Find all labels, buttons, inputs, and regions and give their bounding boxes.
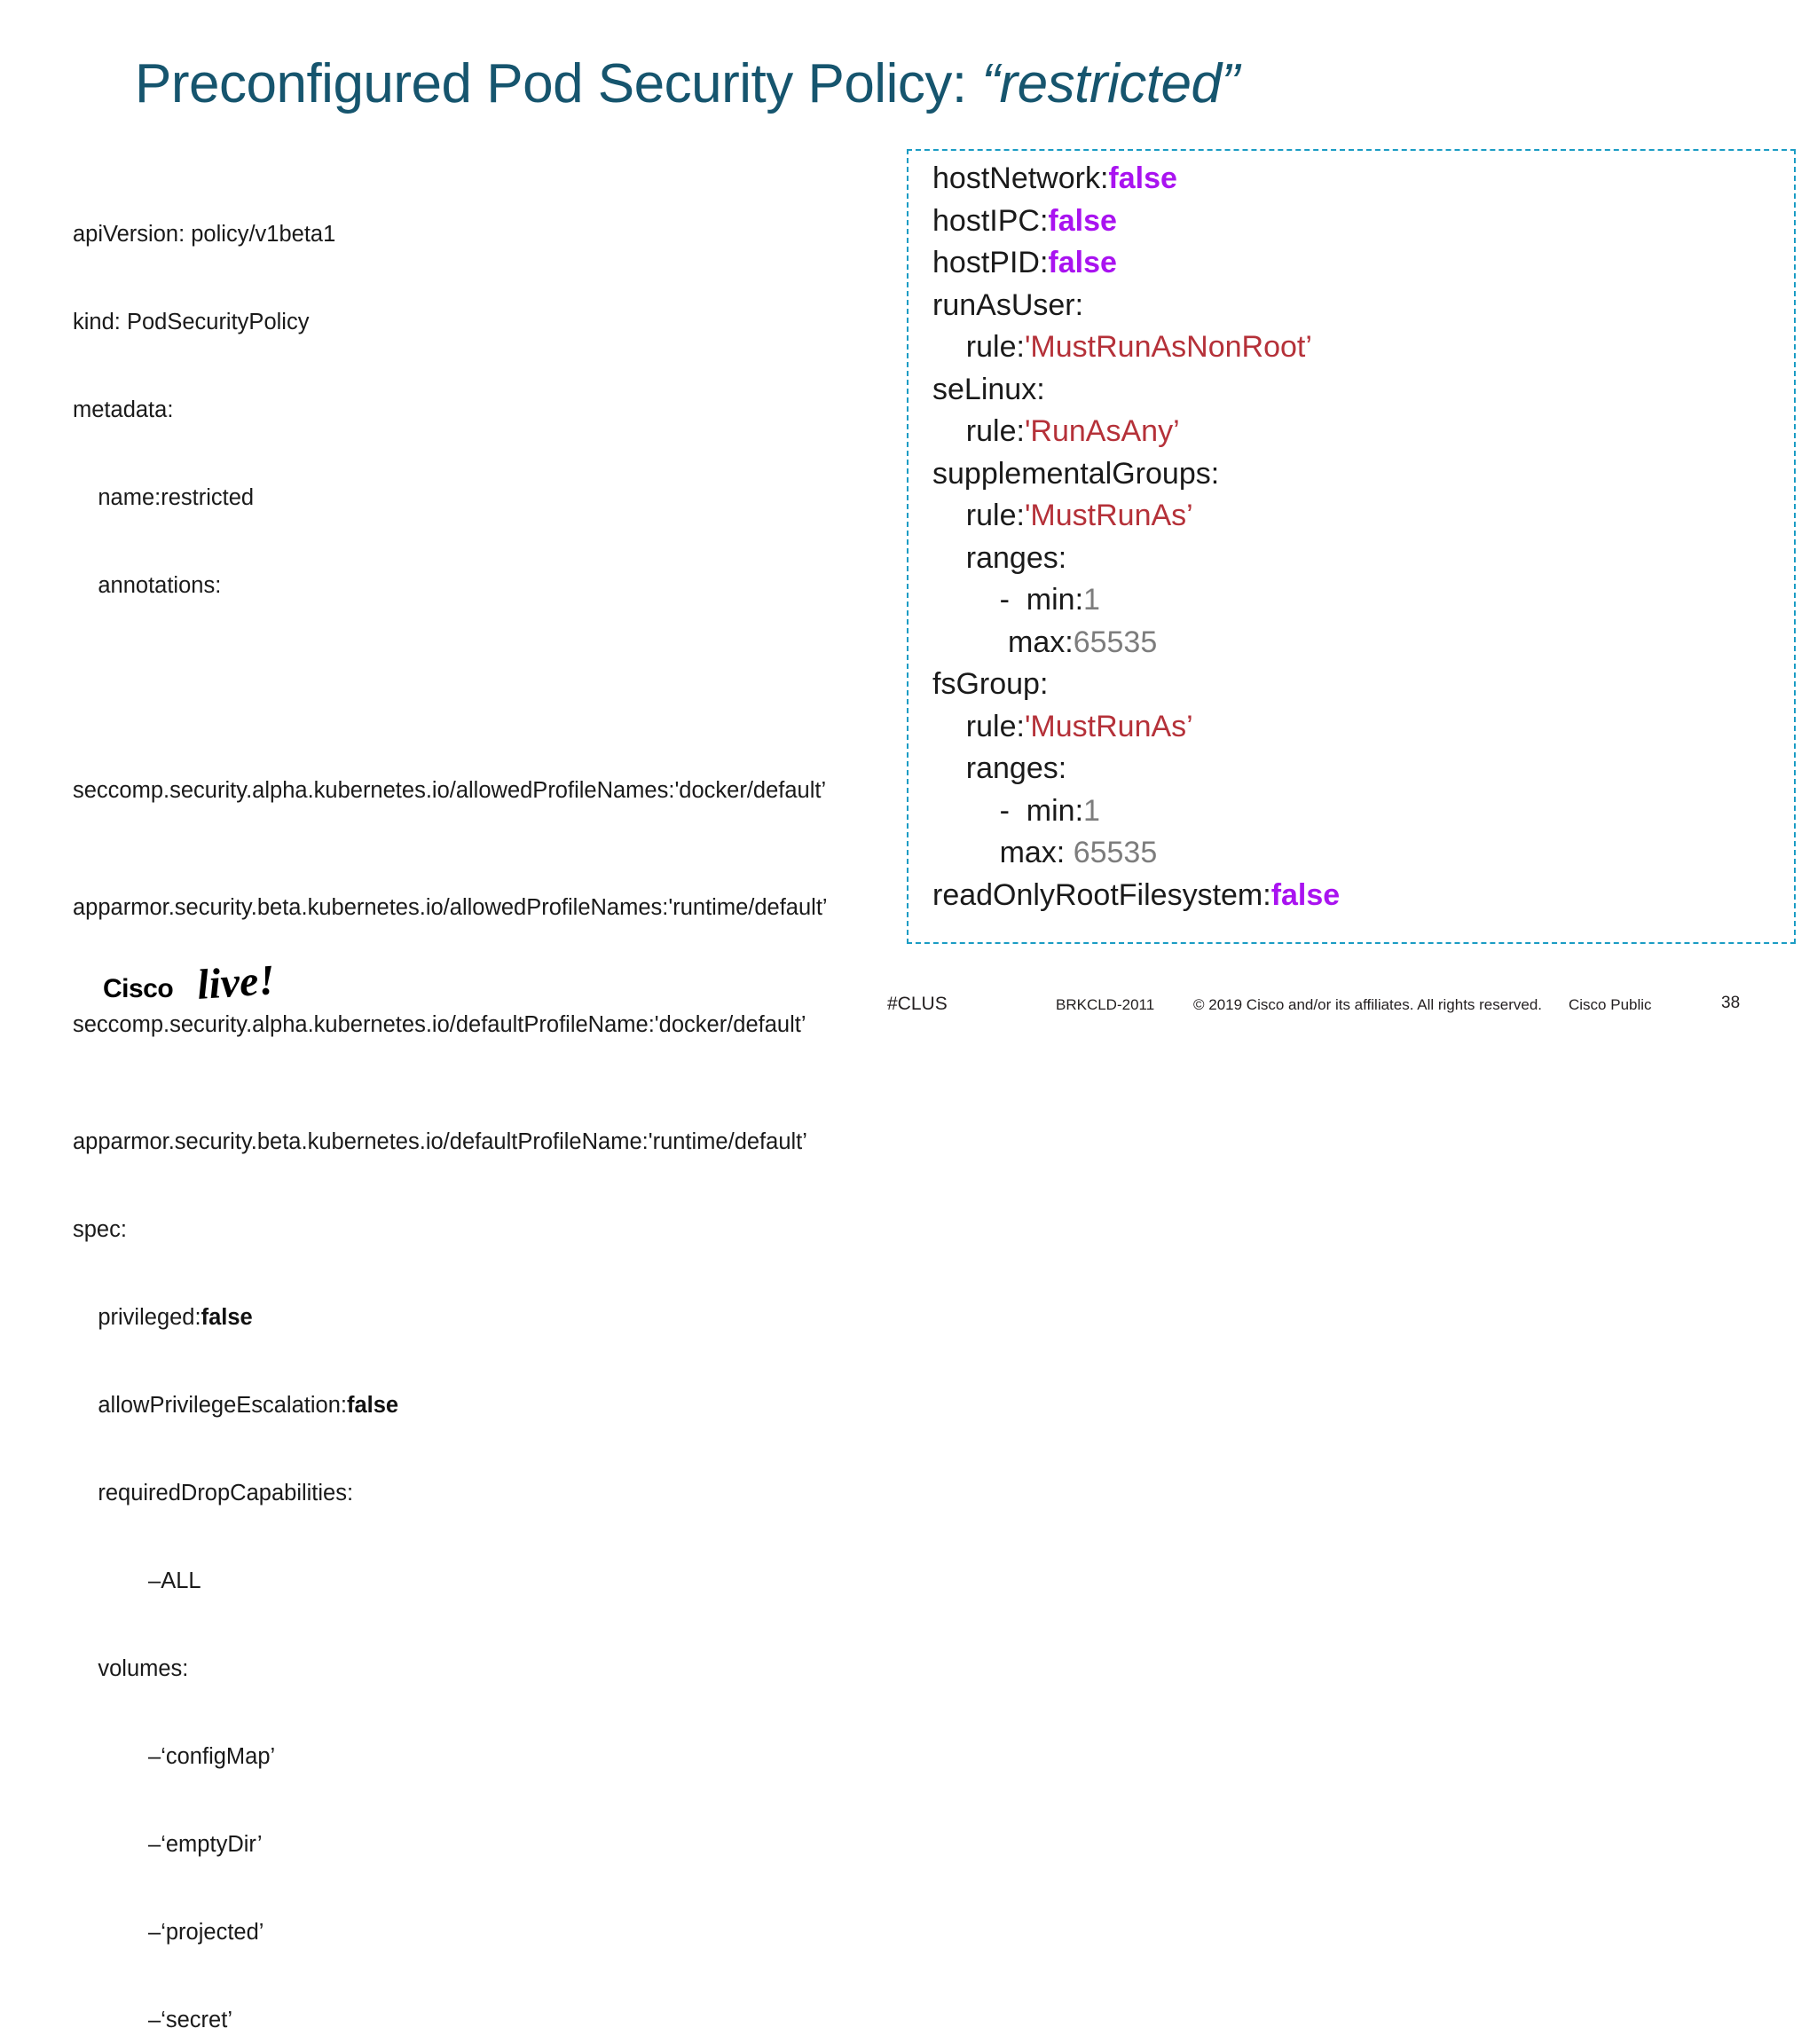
yaml-annotation-line: apparmor.security.beta.kubernetes.io/all… <box>73 866 828 920</box>
yaml-line: metadata: <box>73 397 174 422</box>
yaml-key: runAsUser: <box>932 287 1084 322</box>
yaml-value: false <box>201 1305 253 1330</box>
yaml-value: 'MustRunAsNonRoot’ <box>1024 330 1312 364</box>
yaml-left-column: apiVersion: policy/v1beta1 kind: PodSecu… <box>73 161 898 2044</box>
yaml-key: rule: <box>932 709 1025 743</box>
yaml-value: false <box>1048 203 1117 238</box>
yaml-line: apiVersion: policy/v1beta1 <box>73 222 336 247</box>
yaml-spec-dropcaps: requiredDropCapabilities: <box>73 1481 354 1505</box>
yaml-key: hostIPC: <box>932 203 1049 238</box>
cisco-live-logo: Cisco live! <box>99 953 303 1010</box>
yaml-right-line: hostNetwork:false <box>932 158 1785 200</box>
yaml-right-line: readOnlyRootFilesystem:false <box>932 875 1785 917</box>
yaml-right-line: rule:'MustRunAs’ <box>932 495 1785 538</box>
yaml-value: 65535 <box>1073 625 1158 659</box>
yaml-value: false <box>1048 246 1117 279</box>
yaml-right-line: rule:'MustRunAsNonRoot’ <box>932 326 1785 369</box>
yaml-spec-privileged: privileged:false <box>73 1303 898 1333</box>
yaml-key: rule: <box>932 499 1025 532</box>
yaml-line: spec: <box>73 1217 127 1242</box>
footer-classification: Cisco Public <box>1569 996 1652 1013</box>
yaml-value: 65535 <box>1073 836 1158 869</box>
yaml-key: seLinux: <box>932 372 1045 406</box>
yaml-key: supplementalGroups: <box>932 456 1220 491</box>
yaml-key: - min: <box>932 793 1084 828</box>
yaml-value: false <box>1108 161 1177 195</box>
yaml-key: allowPrivilegeEscalation: <box>73 1393 347 1418</box>
yaml-annotation-line: seccomp.security.alpha.kubernetes.io/all… <box>73 749 827 803</box>
footer-copyright: © 2019 Cisco and/or its affiliates. All … <box>1193 996 1543 1013</box>
page-title-main: Preconfigured Pod Security Policy: <box>135 53 982 114</box>
yaml-dropcaps-item: –ALL <box>73 1568 201 1593</box>
yaml-key: hostPID: <box>932 246 1049 279</box>
yaml-right-line: - min:1 <box>932 579 1785 622</box>
yaml-right-line: seLinux: <box>932 369 1785 412</box>
yaml-key: - min: <box>932 583 1084 617</box>
yaml-right-line: ranges: <box>932 538 1785 580</box>
yaml-right-line: supplementalGroups: <box>932 453 1785 496</box>
yaml-right-line: max: 65535 <box>932 832 1785 875</box>
yaml-value: 'MustRunAs’ <box>1024 709 1193 743</box>
yaml-line: name:restricted <box>73 485 255 510</box>
yaml-value: false <box>1270 877 1341 912</box>
yaml-key: ranges: <box>932 540 1067 575</box>
yaml-volume-item: –‘emptyDir’ <box>73 1832 263 1857</box>
yaml-value: 'RunAsAny’ <box>1024 414 1180 448</box>
yaml-right-line: max:65535 <box>932 622 1785 664</box>
footer-hashtag: #CLUS <box>887 994 948 1014</box>
page-title-emphasis: “restricted” <box>981 53 1239 114</box>
yaml-right-line: rule:'MustRunAs’ <box>932 706 1785 749</box>
yaml-key: fsGroup: <box>932 667 1049 701</box>
logo-cisco-text: Cisco <box>103 974 174 1003</box>
yaml-right-line: fsGroup: <box>932 664 1785 706</box>
yaml-key: hostNetwork: <box>932 161 1109 195</box>
yaml-spec-volumes: volumes: <box>73 1656 189 1681</box>
yaml-right-line: hostPID:false <box>932 242 1785 285</box>
yaml-right-line: - min:1 <box>932 790 1785 833</box>
yaml-key: rule: <box>932 330 1025 364</box>
yaml-right-line: ranges: <box>932 748 1785 790</box>
yaml-value: 1 <box>1083 583 1100 617</box>
yaml-key: privileged: <box>73 1305 201 1330</box>
yaml-volume-item: –‘secret’ <box>73 2008 232 2032</box>
yaml-value: 'MustRunAs’ <box>1024 499 1193 532</box>
yaml-annotation-line: apparmor.security.beta.kubernetes.io/def… <box>73 1100 807 1154</box>
yaml-spec-escalation: allowPrivilegeEscalation:false <box>73 1391 898 1420</box>
yaml-volume-item: –‘configMap’ <box>73 1744 276 1769</box>
yaml-value: 1 <box>1083 793 1100 828</box>
yaml-volume-item: –‘projected’ <box>73 1920 264 1945</box>
yaml-key: readOnlyRootFilesystem: <box>932 877 1271 912</box>
yaml-right-line: runAsUser: <box>932 285 1785 327</box>
yaml-key: max: <box>932 836 1074 869</box>
yaml-line: annotations: <box>73 573 222 598</box>
yaml-key: max: <box>932 625 1074 659</box>
yaml-right-line: rule:'RunAsAny’ <box>932 411 1785 453</box>
yaml-line: kind: PodSecurityPolicy <box>73 310 310 334</box>
yaml-key: rule: <box>932 414 1025 448</box>
yaml-right-line: hostIPC:false <box>932 200 1785 243</box>
yaml-blank-line <box>73 659 898 688</box>
yaml-key: ranges: <box>932 751 1067 785</box>
page-title: Preconfigured Pod Security Policy: “rest… <box>135 55 1732 113</box>
footer-page-number: 38 <box>1721 994 1741 1012</box>
yaml-value: false <box>346 1393 399 1418</box>
footer-session-id: BRKCLD-2011 <box>1056 996 1155 1013</box>
logo-live-text: live! <box>195 955 277 1010</box>
